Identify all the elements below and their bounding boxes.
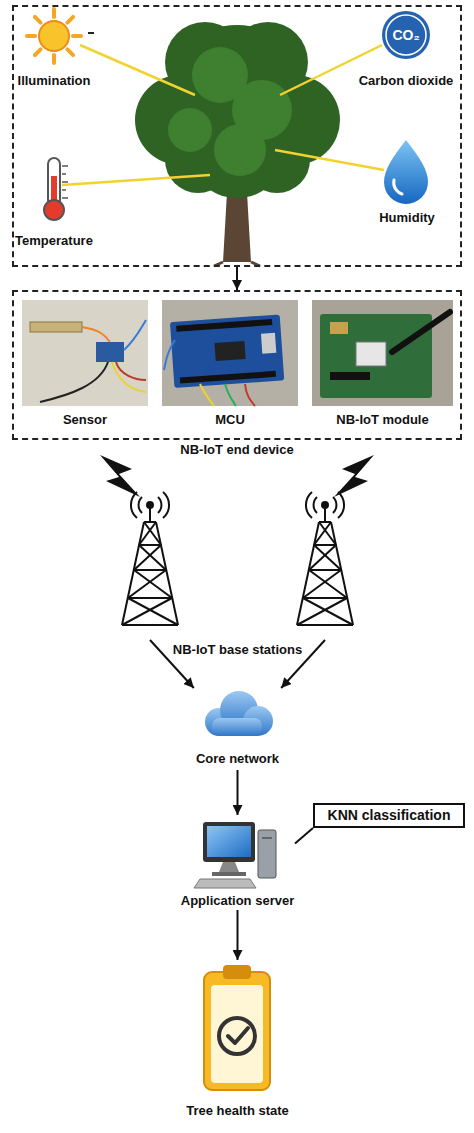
- tree-illustration: [135, 22, 340, 266]
- photo-panel: MCU: [160, 298, 300, 430]
- sensor-leader-line: [62, 45, 384, 185]
- node-label: Application server: [180, 893, 295, 909]
- mcu-photo: [162, 300, 298, 406]
- clipboard-icon: [204, 965, 270, 1090]
- node-label: KNN classification: [315, 807, 463, 823]
- result-icon-node: Tree health state: [170, 960, 305, 1125]
- process-box: KNN classification: [313, 803, 465, 828]
- node-label: MCU: [160, 412, 300, 428]
- node-label: NB-IoT base stations: [95, 642, 380, 658]
- water-drop-icon: [384, 140, 428, 204]
- co2-icon: [382, 11, 430, 59]
- flow-arrow: [281, 640, 325, 688]
- flow-arrow: [295, 828, 313, 844]
- node-label: Tree health state: [170, 1103, 305, 1119]
- node-label: Sensor: [20, 412, 150, 428]
- node-label: NB-IoT end device: [14, 442, 460, 458]
- computer-icon: [194, 822, 276, 888]
- node-label: Humidity: [369, 210, 445, 226]
- sun-icon: [27, 9, 94, 63]
- network-icon-node: Core network: [180, 688, 295, 770]
- cloud-icon: [205, 691, 273, 736]
- cell-tower-symbol: [297, 492, 353, 625]
- photo-panel: Sensor: [20, 298, 150, 430]
- node-label: Illumination: [12, 73, 96, 89]
- flow-arrow: [237, 770, 239, 815]
- flow-arrow: [150, 640, 194, 688]
- node-label: Carbon dioxide: [350, 73, 462, 89]
- nbiot-module-photo: [312, 300, 453, 406]
- sensor-photo: [22, 300, 148, 406]
- base-station-group: NB-IoT base stations: [95, 485, 380, 640]
- tree-canopy-highlight: [168, 47, 292, 176]
- flow-arrow: [236, 267, 238, 290]
- cell-tower-symbol: [122, 492, 178, 625]
- wireless-link-symbol: [100, 455, 140, 497]
- wireless-link-symbol: [334, 455, 374, 497]
- node-label: NB-IoT module: [310, 412, 455, 428]
- flow-arrow: [237, 910, 239, 960]
- server-icon-node: Application server: [180, 815, 295, 910]
- photo-panel: NB-IoT module: [310, 298, 455, 430]
- end-device-group: NB-IoT end deviceSensorMCUNB-IoT module: [12, 290, 462, 440]
- sensing-target-group: IlluminationTemperature Carbon dioxideHum…: [12, 5, 462, 267]
- node-label: Temperature: [12, 233, 96, 249]
- icon-label: CO₂: [386, 27, 426, 43]
- thermometer-icon: [44, 158, 68, 220]
- node-label: Core network: [180, 751, 295, 767]
- tree-canopy: [135, 22, 340, 198]
